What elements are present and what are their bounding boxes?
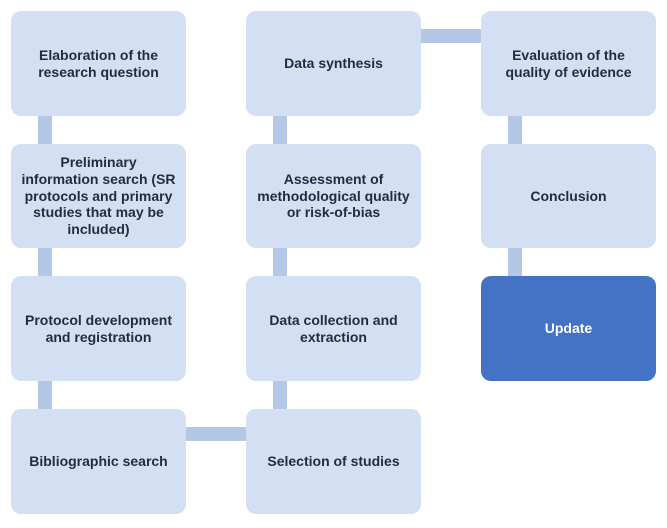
step-bibliographic-search-label: Bibliographic search	[29, 453, 168, 470]
step-conclusion-label: Conclusion	[530, 187, 607, 204]
connector-assessment-to-synthesis	[273, 115, 287, 145]
connector-protocol-to-bibliographic	[38, 380, 52, 410]
step-data-collection-box: Data collection and extraction	[246, 276, 421, 381]
connector-synthesis-to-evaluation	[419, 29, 481, 43]
step-evaluation-label: Evaluation of the quality of evidence	[505, 46, 632, 80]
step-elaboration-box: Elaboration of the research question	[11, 11, 186, 116]
step-preliminary-search-box: Preliminary information search (SR proto…	[11, 144, 186, 248]
connector-preliminary-to-protocol	[38, 247, 52, 277]
step-update-box: Update	[481, 276, 656, 381]
step-protocol-label: Protocol development and registration	[24, 311, 173, 345]
step-data-collection-label: Data collection and extraction	[269, 311, 398, 345]
step-assessment-label: Assessment of methodological quality or …	[257, 170, 410, 221]
connector-data-collection-to-assessment	[273, 247, 287, 277]
step-assessment-box: Assessment of methodological quality or …	[246, 144, 421, 248]
step-bibliographic-search-box: Bibliographic search	[11, 409, 186, 514]
connector-bibliographic-to-selection	[185, 427, 247, 441]
step-evaluation-box: Evaluation of the quality of evidence	[481, 11, 656, 116]
step-conclusion-box: Conclusion	[481, 144, 656, 248]
connector-conclusion-to-update	[508, 247, 522, 277]
connector-elaboration-to-preliminary	[38, 115, 52, 145]
connector-evaluation-to-conclusion	[508, 115, 522, 145]
connector-selection-to-data-collection	[273, 380, 287, 410]
step-data-synthesis-box: Data synthesis	[246, 11, 421, 116]
step-preliminary-search-label: Preliminary information search (SR proto…	[21, 154, 176, 238]
step-update-label: Update	[544, 320, 593, 337]
step-elaboration-label: Elaboration of the research question	[38, 46, 159, 80]
step-selection-label: Selection of studies	[267, 453, 400, 470]
step-protocol-box: Protocol development and registration	[11, 276, 186, 381]
step-selection-box: Selection of studies	[246, 409, 421, 514]
step-data-synthesis-label: Data synthesis	[284, 55, 383, 72]
